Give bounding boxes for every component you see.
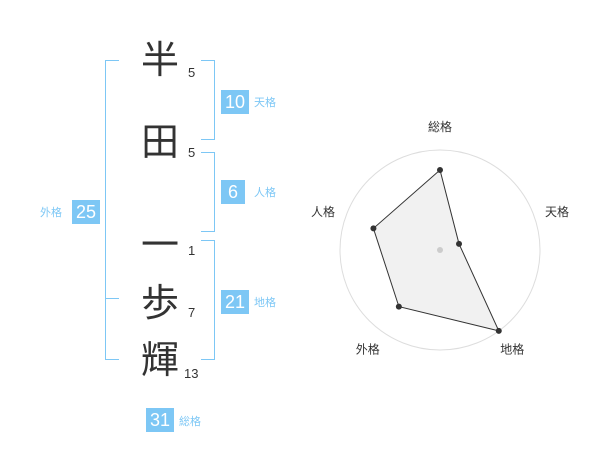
stroke-count-1: 5 [188, 65, 196, 80]
radar-points [370, 167, 502, 334]
gaikaku-badge: 25 [72, 200, 100, 224]
tenkaku-badge: 10 [221, 90, 249, 114]
chikaku-label: 地格 [254, 296, 276, 309]
stroke-count-2: 5 [188, 145, 196, 160]
jinkaku-bracket [201, 152, 215, 232]
chikaku-bracket [201, 240, 215, 360]
radar-point-1 [437, 167, 443, 173]
gaikaku-bracket-tick [105, 298, 119, 299]
radar-center-dot [437, 247, 443, 253]
tenkaku-label: 天格 [254, 96, 276, 109]
name-char-4: 歩 [140, 281, 179, 325]
stroke-count-4: 7 [188, 305, 196, 320]
radar-point-3 [495, 327, 502, 334]
chikaku-badge: 21 [221, 290, 249, 314]
tenkaku-bracket [201, 60, 215, 140]
soukaku-badge: 31 [146, 408, 174, 432]
name-char-5: 輝 [140, 338, 179, 382]
name-char-3: 一 [140, 223, 179, 267]
radar-data-polygon [372, 169, 500, 332]
radar-axis-label-3: 地格 [500, 342, 524, 357]
radar-point-2 [456, 240, 463, 247]
radar-point-5 [370, 225, 377, 232]
radar-axis-label-1: 総格 [428, 119, 452, 134]
gaikaku-label: 外格 [40, 206, 62, 219]
jinkaku-badge: 6 [221, 180, 245, 204]
radar-point-4 [395, 303, 402, 310]
radar-axis-label-2: 天格 [545, 204, 569, 219]
stroke-count-3: 1 [188, 243, 196, 258]
gaikaku-bracket [105, 60, 119, 360]
stroke-count-5: 13 [184, 366, 199, 381]
name-char-2: 田 [140, 120, 179, 164]
radar-axis-label-5: 人格 [311, 204, 335, 219]
name-char-1: 半 [140, 38, 179, 82]
jinkaku-label: 人格 [254, 186, 276, 199]
soukaku-label: 総格 [179, 415, 201, 428]
radar-axis-label-4: 外格 [356, 342, 380, 357]
